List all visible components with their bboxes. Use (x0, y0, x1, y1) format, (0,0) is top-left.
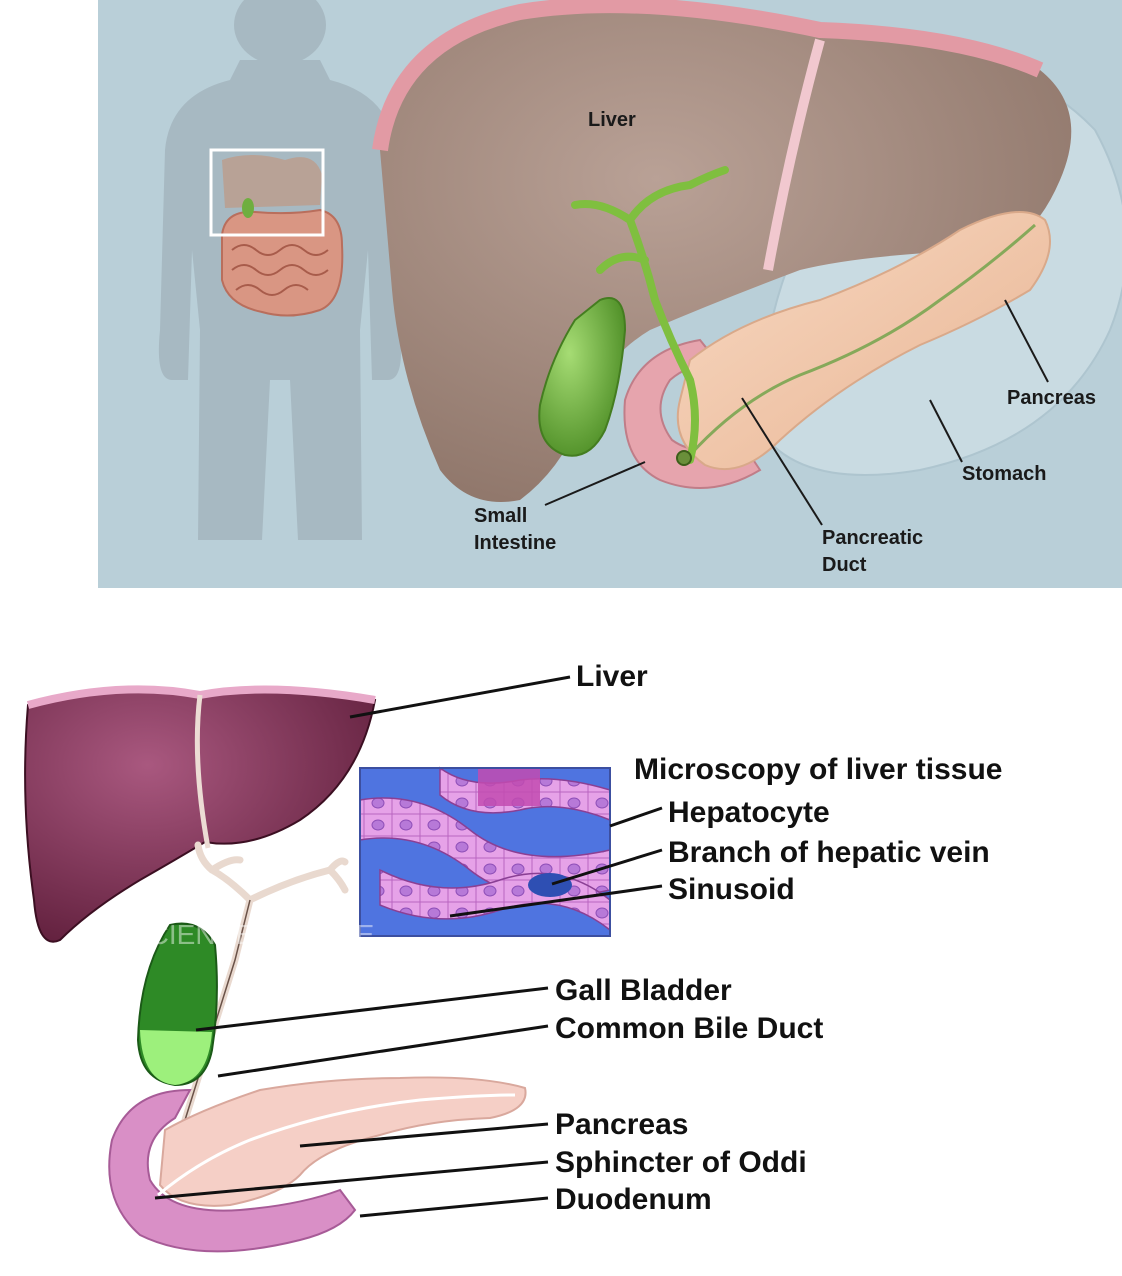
leader-hepatic-vein-branch (551, 848, 663, 886)
label-small-intestine-line2: Intestine (474, 532, 556, 554)
leader-pancreas-bottom (299, 1122, 549, 1148)
liver-capsule (372, 0, 1044, 152)
leader-common-bile-duct (217, 1024, 549, 1078)
label-liver-bottom: Liver (576, 660, 648, 693)
leader-sphincter-of-oddi (154, 1160, 549, 1200)
leader-gall-bladder (195, 986, 549, 1032)
zoom-region-box (209, 148, 325, 237)
microscopy-inset (359, 766, 611, 937)
watermark-2: SCIENCESOURCE (425, 1203, 669, 1234)
ampulla (676, 450, 692, 466)
intestine-thumbnail (209, 148, 344, 317)
leader-stomach-top (929, 399, 963, 463)
label-common-bile-duct: Common Bile Duct (555, 1012, 823, 1045)
leader-sinusoid (449, 884, 663, 918)
label-sphincter-of-oddi: Sphincter of Oddi (555, 1146, 807, 1179)
pancreas-top (676, 211, 1051, 471)
label-hepatic-vein-branch: Branch of hepatic vein (668, 836, 990, 869)
label-gall-bladder: Gall Bladder (555, 974, 732, 1007)
label-pancreas-top: Pancreas (1007, 387, 1096, 409)
leader-small-intestine-top (544, 461, 646, 506)
leader-hepatocyte (609, 806, 663, 828)
leader-duodenum (359, 1196, 549, 1218)
leader-liver-bottom (349, 675, 571, 719)
watermark-1: SCIENCESOURCE (130, 919, 374, 950)
label-hepatocyte: Hepatocyte (668, 796, 830, 829)
gallbladder-top (538, 297, 627, 457)
bile-duct-tree (571, 166, 729, 464)
label-microscopy-heading: Microscopy of liver tissue (634, 753, 1002, 786)
label-small-intestine-line1: Small (474, 505, 527, 527)
leader-pancreatic-duct-top (741, 397, 823, 526)
label-stomach-top: Stomach (962, 463, 1046, 485)
label-pancreatic-duct-line1: Pancreatic (822, 527, 923, 549)
leader-pancreas-top (1004, 299, 1049, 383)
bottom-panel: SCIENCESOURCE SCIENCESOURCE Liver Micros… (24, 660, 1002, 1253)
pancreatic-duct-line (688, 223, 1036, 457)
label-pancreas-bottom: Pancreas (555, 1108, 688, 1141)
liver-bottom-ligament (194, 694, 211, 849)
label-pancreatic-duct-line2: Duct (822, 554, 867, 576)
bile-duct-tree-outline (184, 899, 251, 1121)
label-sinusoid: Sinusoid (668, 873, 795, 906)
falciform-ligament (763, 38, 825, 271)
label-duodenum: Duodenum (555, 1183, 712, 1216)
gall-bladder-neck (140, 1030, 212, 1085)
top-panel: Liver Pancreas Stomach Small Intestine P… (98, 0, 1122, 588)
label-liver-top: Liver (588, 109, 636, 131)
pancreatic-duct-bottom (157, 1093, 516, 1197)
